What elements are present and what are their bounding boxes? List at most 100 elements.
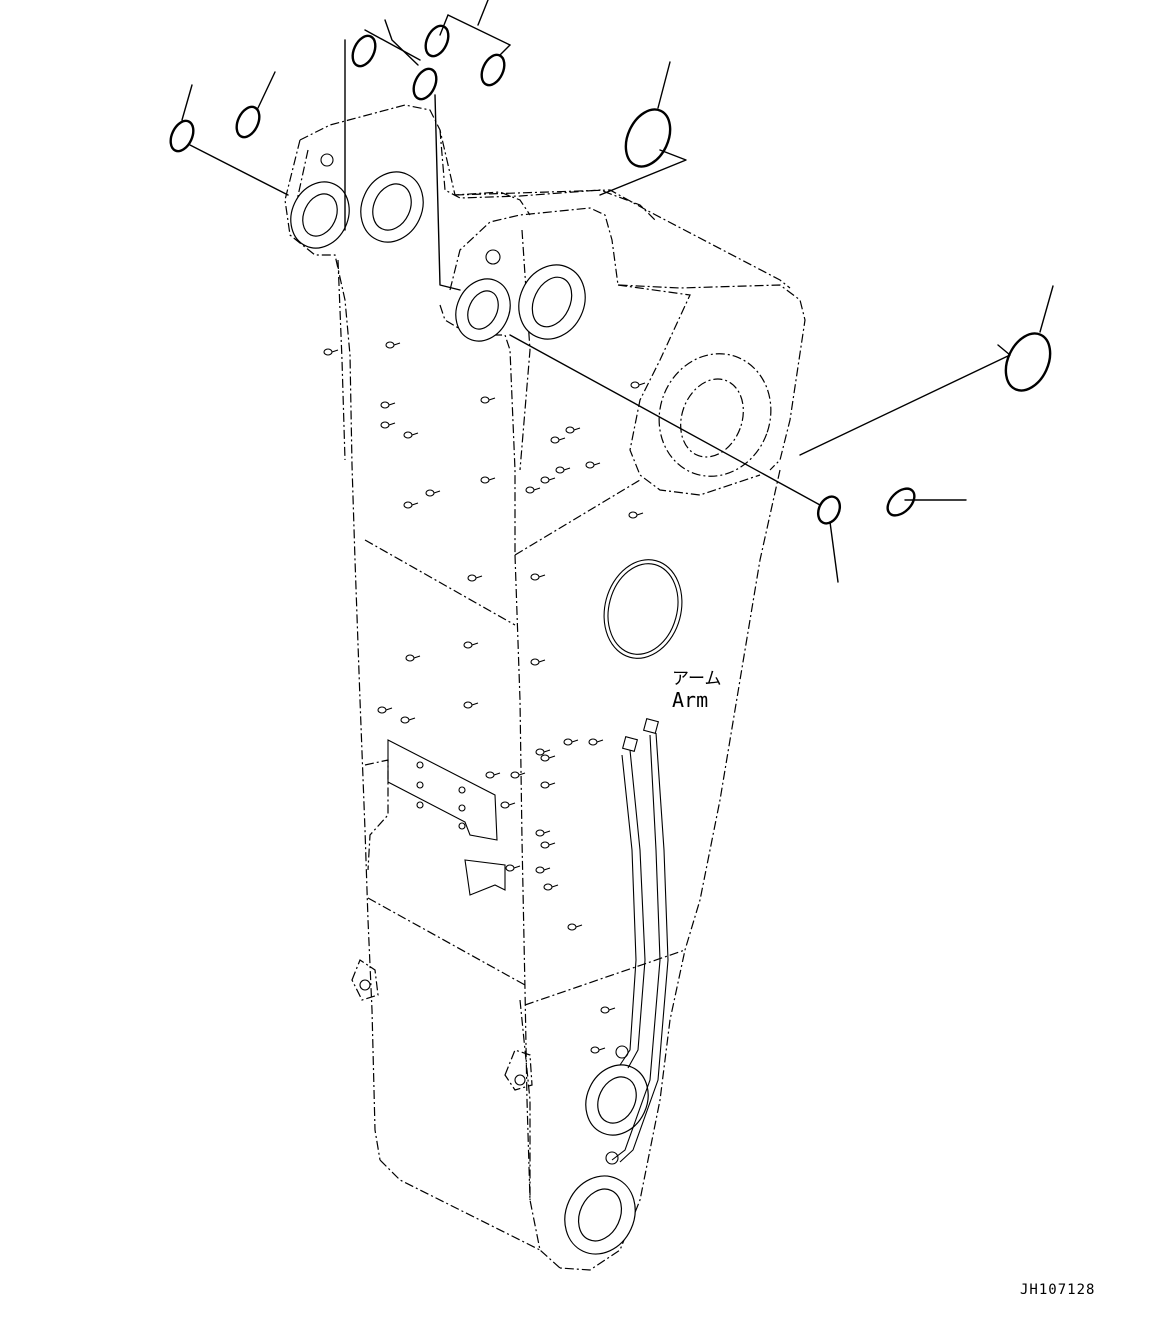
stud-mark-line [508,802,516,806]
o-ring-seal-icon [1004,285,1054,392]
stud-mark [567,923,577,931]
stud-mark-line [538,659,546,663]
grease-piping [605,717,669,1165]
stud-mark-line [571,739,579,743]
stud-mark [463,641,473,649]
stud-mark [480,396,490,404]
stud-mark-line [413,655,421,659]
o-ring-seal-icon [424,24,450,58]
stud-mark [540,476,550,484]
stud-mark-line [471,642,479,646]
stud-mark [630,381,640,389]
stud-mark-line [558,437,566,441]
part-label-jp: アーム [672,669,721,689]
stud-mark [555,466,565,474]
stud-mark-line [575,924,583,928]
stud-mark-line [548,842,556,846]
stud-mark [540,841,550,849]
stud-mark-line [408,717,416,721]
stud-mark [425,489,435,497]
stud-mark [500,801,510,809]
o-ring-seal-icon [886,487,916,517]
stud-mark [380,421,390,429]
stud-mark-line [411,432,419,436]
part-label-en: Arm [672,688,708,712]
stud-mark-line [388,422,396,426]
o-ring-seal-icon [816,495,842,525]
stud-mark-line [596,739,604,743]
o-ring-callouts [169,24,1054,525]
drawing-code: JH107128 [1020,1282,1095,1298]
leader-lines [189,0,1011,583]
stud-mark-line [593,462,601,466]
stud-mark-line [573,427,581,431]
stud-mark [405,654,415,662]
stud-mark-line [551,884,559,888]
stud-mark [563,738,573,746]
stud-mark [540,754,550,762]
stud-mark [590,1046,600,1054]
stud-mark [525,486,535,494]
stud-mark [380,401,390,409]
stud-mark [385,341,395,349]
stud-mark-line [548,755,556,759]
stud-mark-line [488,477,496,481]
stud-mark [588,738,598,746]
stud-mark [565,426,575,434]
stud-mark-line [608,1007,616,1011]
stud-mark-line [393,342,401,346]
stud-mark [505,864,515,872]
stud-mark-line [488,397,496,401]
stud-mark [403,431,413,439]
stud-mark-line [543,749,551,753]
stud-mark [403,501,413,509]
stud-mark-line [563,467,571,471]
stud-mark-line [543,867,551,871]
stud-mark [550,436,560,444]
stud-mark [485,771,495,779]
stud-mark-line [475,575,483,579]
stud-mark-line [411,502,419,506]
stud-mark [535,748,545,756]
stud-mark [323,348,333,356]
stud-mark-line [493,772,501,776]
stud-mark [510,771,520,779]
stud-mark-line [331,349,339,353]
stud-mark [543,883,553,891]
stud-mark [535,829,545,837]
stud-mark [377,706,387,714]
stud-mark-line [548,477,556,481]
stud-mark-line [471,702,479,706]
stud-mark-line [548,782,556,786]
stud-mark-line [636,512,644,516]
stud-mark-line [518,772,526,776]
stud-mark [400,716,410,724]
stud-mark-line [538,574,546,578]
stud-mark-line [533,487,541,491]
stud-mark [540,781,550,789]
o-ring-seal-icon [412,67,438,101]
stud-mark [585,461,595,469]
stud-mark [600,1006,610,1014]
arm-body-outline [284,104,806,1271]
stud-mark [530,573,540,581]
stud-mark-line [638,382,646,386]
stud-mark-line [388,402,396,406]
o-ring-seal-icon [480,53,506,87]
stud-mark [535,866,545,874]
pin-bosses [290,153,772,1255]
stud-mark-line [598,1047,606,1051]
stud-mark [463,701,473,709]
stud-mark [530,658,540,666]
stud-mark-line [433,490,441,494]
clamp-bracket [364,739,506,896]
stud-mark [480,476,490,484]
o-ring-seal-icon [235,71,276,139]
stud-mark [628,511,638,519]
o-ring-seal-icon [169,84,195,153]
stud-mark [467,574,477,582]
stud-mark-line [385,707,393,711]
mounting-studs [323,341,646,1054]
o-ring-seal-icon [351,34,377,68]
